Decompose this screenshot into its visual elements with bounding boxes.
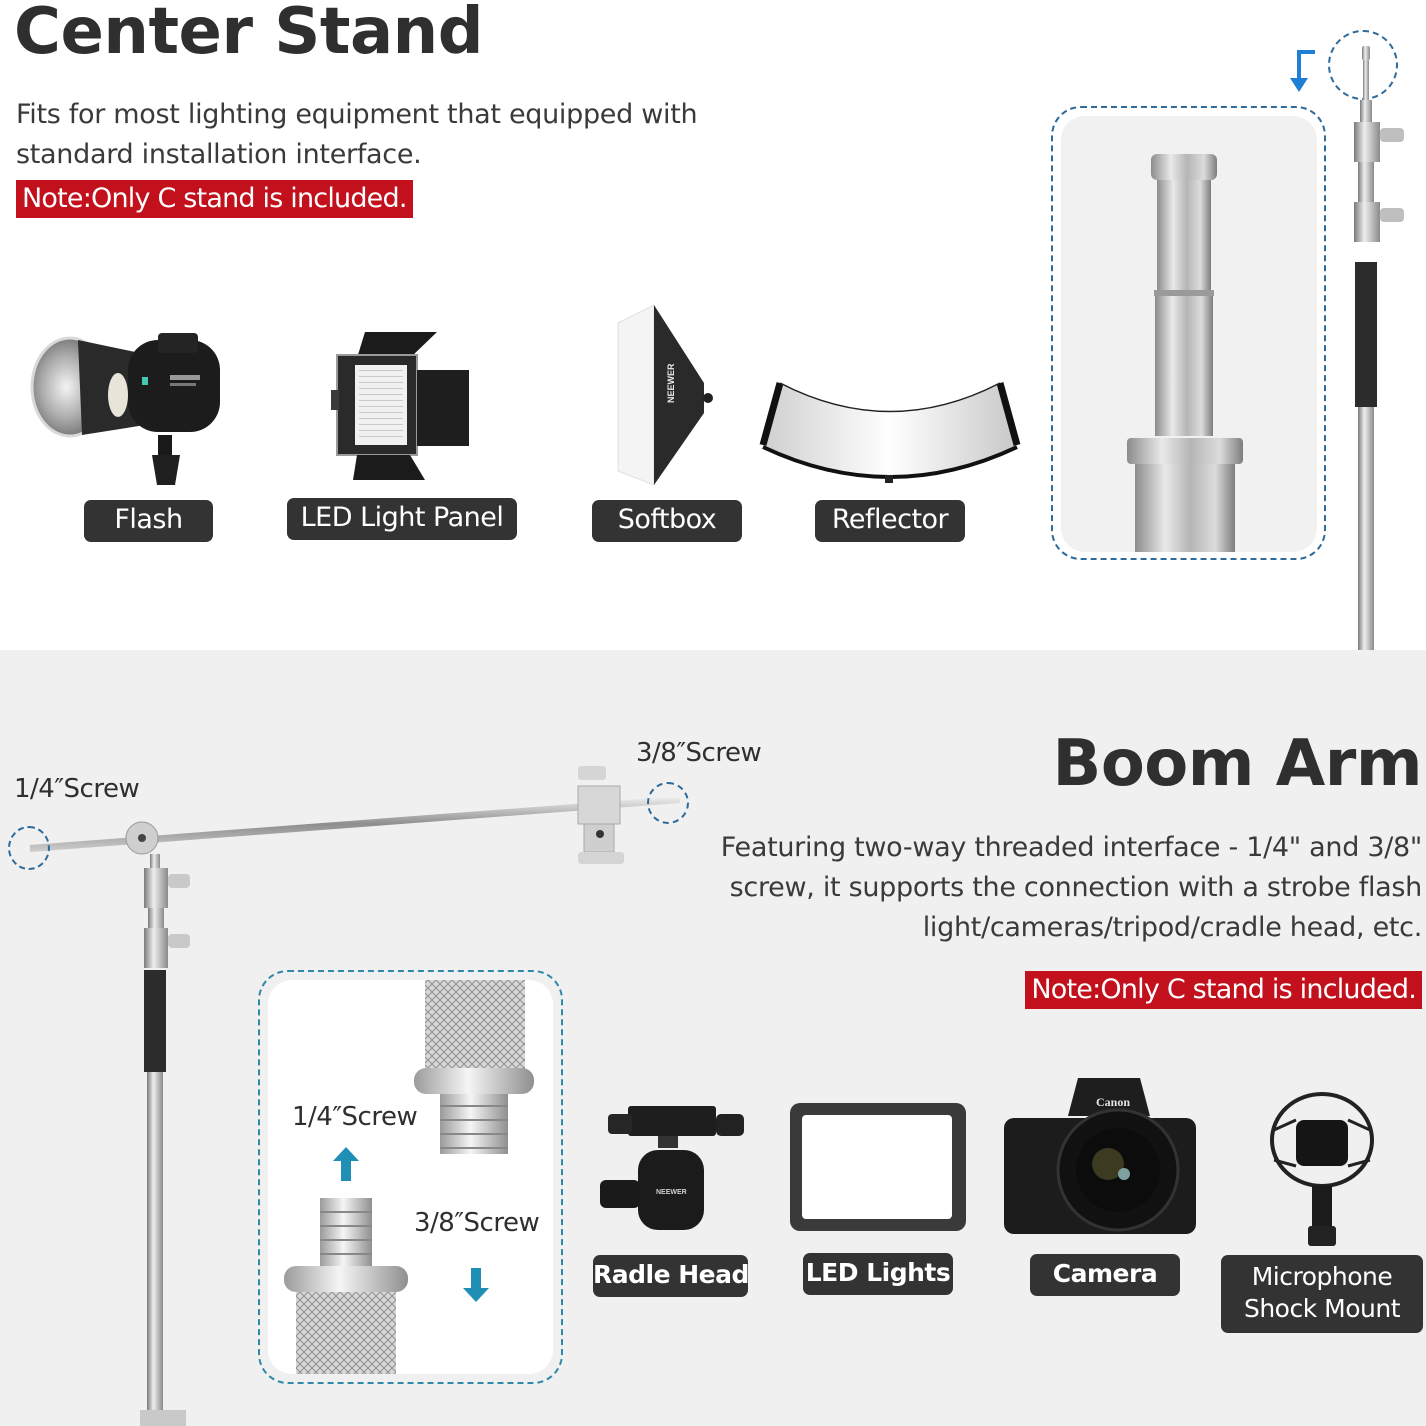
compat-item-radle-head-label: Radle Head	[593, 1255, 749, 1297]
boom-arm-note: Note:Only C stand is included.	[1025, 971, 1422, 1009]
center-stand-section: Center Stand Fits for most lighting equi…	[0, 0, 1426, 650]
compat-item-led-panel-label: LED Light Panel	[287, 498, 517, 540]
compat-item-flash-label: Flash	[84, 500, 213, 542]
spigot-detail-frame	[1051, 106, 1326, 560]
boom-arm-title: Boom Arm	[1052, 727, 1423, 801]
flash-strobe-icon	[20, 315, 225, 490]
arrow-up-icon	[333, 1147, 359, 1181]
shock-mount-icon	[1262, 1090, 1382, 1250]
spigot-detail-panel	[1061, 116, 1317, 552]
compat-item-reflector-label: Reflector	[815, 500, 965, 542]
boom-right-screw-label: 3/8″Screw	[636, 738, 762, 768]
screw-detail-frame	[258, 970, 563, 1384]
camera-brand-text: Canon	[1096, 1095, 1130, 1109]
quarter-screw-highlight-circle	[8, 826, 50, 870]
softbox-brand-text: NEEWER	[666, 363, 676, 403]
detail-quarter-screw-label: 1/4″Screw	[292, 1102, 418, 1132]
arrow-down-icon	[463, 1268, 489, 1302]
boom-arm-section: 1/4″Screw 3/8″Screw Boom Arm Featuring t…	[0, 650, 1426, 1426]
boom-arm-description-line3: light/cameras/tripod/cradle head, etc.	[922, 912, 1423, 943]
boom-arm-description-line1: Featuring two-way threaded interface - 1…	[720, 832, 1423, 863]
center-stand-description-line1: Fits for most lighting equipment that eq…	[16, 99, 698, 130]
boom-arm-description-line2: screw, it supports the connection with a…	[729, 872, 1423, 903]
boom-left-screw-label: 1/4″Screw	[14, 774, 140, 804]
led-panel-icon	[325, 320, 475, 490]
center-stand-description-line2: standard installation interface.	[16, 139, 422, 170]
led-light-icon	[788, 1101, 968, 1233]
detail-three-eighths-screw-label: 3/8″Screw	[414, 1208, 540, 1238]
softbox-icon: NEEWER	[616, 303, 716, 486]
boom-arm-image	[0, 750, 720, 1426]
three-eighths-screw-highlight-circle	[647, 782, 689, 824]
shock-mount-label-line2: Shock Mount	[1243, 1294, 1401, 1323]
ballhead-brand-text: NEEWER	[656, 1189, 687, 1196]
camera-icon: Canon	[1000, 1078, 1200, 1238]
shock-mount-label-line1: Microphone	[1251, 1262, 1393, 1291]
compat-item-softbox-label: Softbox	[592, 500, 742, 542]
screw-detail-panel	[268, 980, 553, 1374]
compat-item-camera-label: Camera	[1030, 1254, 1180, 1296]
compat-item-shock-mount-label: Microphone Shock Mount	[1221, 1255, 1423, 1333]
compat-item-led-lights-label: LED Lights	[803, 1253, 953, 1295]
center-stand-note: Note:Only C stand is included.	[16, 180, 413, 218]
reflector-icon	[755, 375, 1030, 490]
c-stand-riser-image	[1340, 42, 1426, 650]
center-stand-title: Center Stand	[14, 0, 484, 69]
ball-head-icon: NEEWER	[598, 1100, 746, 1235]
arrow-down-icon	[1285, 48, 1317, 94]
